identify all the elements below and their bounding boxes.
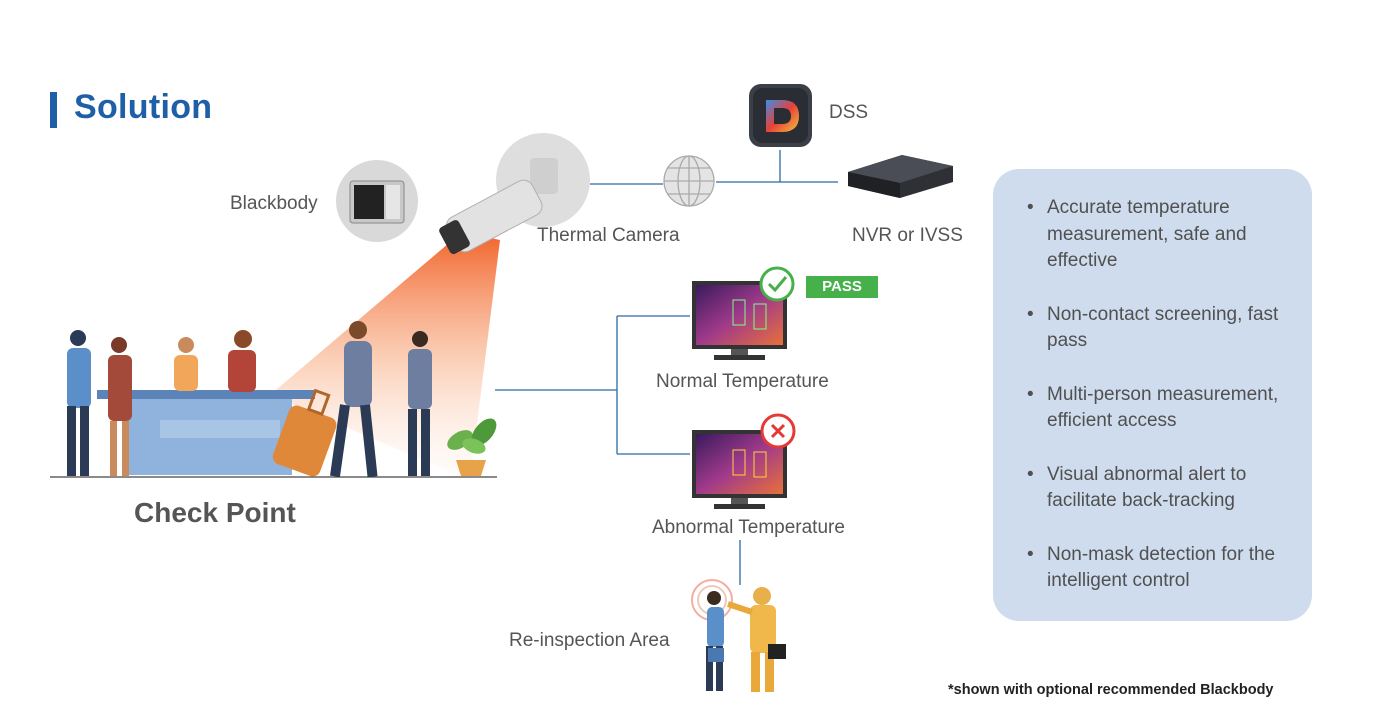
feature-item: Non-contact screening, fast pass	[1027, 302, 1292, 355]
footnote: *shown with optional recommended Blackbo…	[948, 682, 1274, 698]
reinspection-scene	[691, 579, 786, 692]
connection-lines	[495, 150, 838, 585]
blackbody-label: Blackbody	[230, 193, 318, 214]
blackbody-device	[336, 160, 418, 242]
reinspection-area-label: Re-inspection Area	[509, 630, 670, 651]
feature-item: Accurate temperature measurement, safe a…	[1027, 195, 1292, 275]
normal-temperature-label: Normal Temperature	[656, 371, 829, 392]
nvr-device	[848, 155, 953, 198]
features-list: Accurate temperature measurement, safe a…	[993, 169, 1312, 595]
thermal-camera-label: Thermal Camera	[537, 225, 680, 246]
features-panel: Accurate temperature measurement, safe a…	[993, 169, 1312, 621]
feature-item: Multi-person measurement, efficient acce…	[1027, 382, 1292, 435]
page-title: Solution	[74, 88, 213, 126]
thermal-camera-device	[439, 133, 590, 255]
normal-monitor	[692, 266, 795, 360]
pass-badge: PASS	[806, 276, 878, 298]
globe-icon	[663, 155, 715, 207]
feature-item: Visual abnormal alert to facilitate back…	[1027, 462, 1292, 515]
title-accent-bar	[50, 92, 57, 128]
abnormal-monitor	[692, 413, 796, 509]
dss-label: DSS	[829, 102, 869, 123]
abnormal-temperature-label: Abnormal Temperature	[652, 517, 845, 538]
dss-app-icon	[749, 84, 812, 147]
feature-item: Non-mask detection for the intelligent c…	[1027, 542, 1292, 595]
check-point-label: Check Point	[134, 497, 296, 528]
nvr-label: NVR or IVSS	[852, 225, 963, 246]
check-point-scene	[50, 321, 497, 478]
